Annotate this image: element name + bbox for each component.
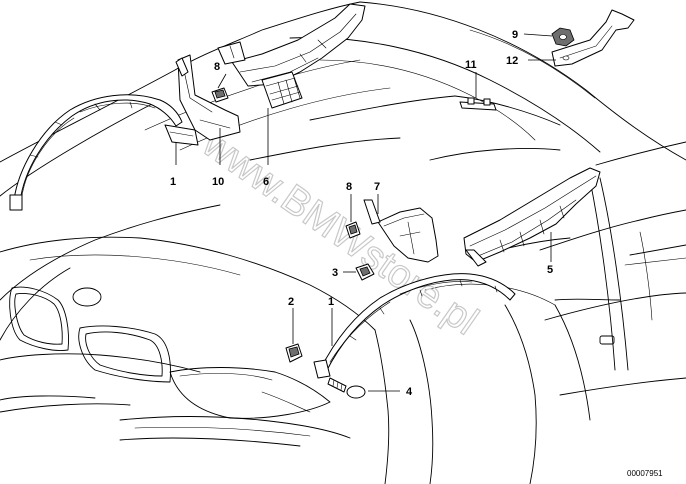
part-12-strap-bracket [551, 9, 635, 67]
part-5-right-air-channel [463, 167, 601, 267]
callout-10: 10 [212, 176, 224, 188]
part-9-nut [551, 27, 575, 47]
callout-12: 12 [506, 55, 518, 67]
part-7-duct-cover [363, 199, 439, 263]
part-6-air-duct-channel [217, 3, 366, 109]
watermark: www.BMWstore.pl [193, 120, 486, 344]
part-1-right-wheel-arch-trim [313, 273, 516, 379]
part-8-clip-top [211, 87, 229, 103]
part-2-clip-nut [285, 343, 303, 363]
reference-code: 00007951 [627, 469, 663, 478]
callout-2: 2 [288, 296, 294, 308]
callout-8-top: 8 [214, 61, 220, 73]
callout-11: 11 [465, 59, 477, 71]
callout-6: 6 [263, 176, 269, 188]
part-11-clip-strip [459, 97, 497, 111]
callout-1-left: 1 [170, 176, 176, 188]
part-10-bracket [175, 54, 241, 141]
callout-8-mid: 8 [346, 181, 352, 193]
part-4-screw [327, 377, 366, 399]
callout-4: 4 [406, 386, 413, 398]
callout-7: 7 [374, 181, 380, 193]
callout-5: 5 [547, 264, 553, 276]
callout-9: 9 [512, 29, 518, 41]
callout-1-right: 1 [328, 296, 334, 308]
part-8-clip-mid [345, 221, 361, 239]
part-3-grommet [355, 263, 375, 281]
part-1-left-wheel-arch-trim [9, 94, 199, 211]
callout-3: 3 [332, 267, 338, 279]
leader-lines [175, 33, 556, 392]
callout-labels: 1 10 6 8 11 9 12 8 7 3 5 2 1 4 00007951 [170, 29, 663, 478]
watermark-text: www.BMWstore.pl [194, 121, 486, 344]
